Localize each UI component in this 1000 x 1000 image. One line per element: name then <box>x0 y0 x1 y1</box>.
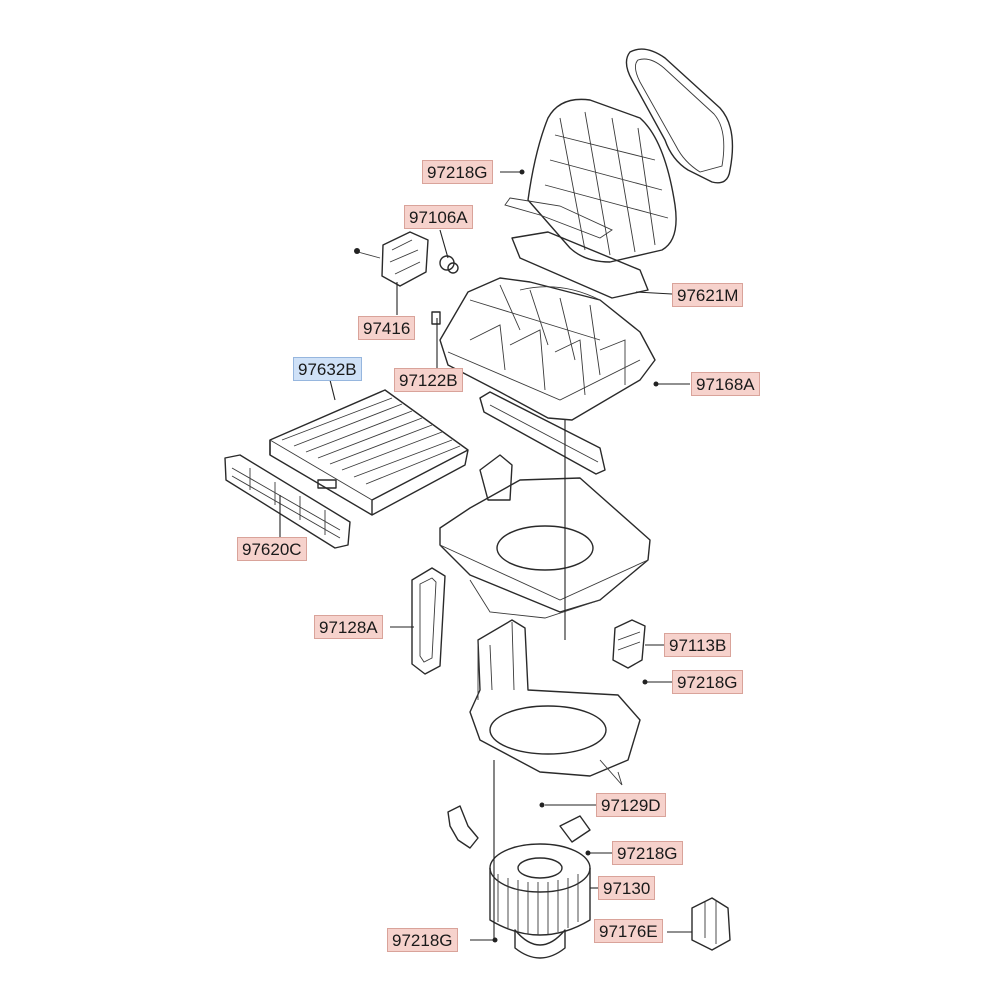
blower-upper-case <box>439 454 651 619</box>
part-label-97130[interactable]: 97130 <box>598 876 656 900</box>
part-label-97176e[interactable]: 97176E <box>594 919 663 943</box>
part-label-97128a[interactable]: 97128A <box>314 615 383 639</box>
part-label-97168a[interactable]: 97168A <box>691 372 760 396</box>
part-label-97218g-top[interactable]: 97218G <box>422 160 493 184</box>
cabin-air-filter <box>269 389 469 516</box>
part-label-97218g-mid[interactable]: 97218G <box>612 841 683 865</box>
part-label-97632b[interactable]: 97632B <box>293 357 362 381</box>
part-label-97218g-bottom[interactable]: 97218G <box>387 928 458 952</box>
motor-connector <box>447 805 591 849</box>
leader-lines <box>279 169 692 943</box>
part-label-97218g-right[interactable]: 97218G <box>672 670 743 694</box>
intake-actuator <box>354 231 459 287</box>
seal-ring <box>511 48 734 299</box>
gasket <box>411 567 446 675</box>
part-label-97620c[interactable]: 97620C <box>237 537 307 561</box>
part-label-97122b[interactable]: 97122B <box>394 368 463 392</box>
blower-resistor <box>612 619 646 669</box>
relay <box>691 897 731 951</box>
part-label-97113b[interactable]: 97113B <box>664 633 732 657</box>
intake-upper-case <box>431 277 656 421</box>
part-label-97621m[interactable]: 97621M <box>672 283 744 307</box>
part-label-97106a[interactable]: 97106A <box>404 205 473 229</box>
part-label-97129d[interactable]: 97129D <box>596 793 666 817</box>
blower-scroll-case <box>469 619 641 786</box>
part-label-97416[interactable]: 97416 <box>358 316 416 340</box>
intake-duct-grille <box>504 98 677 263</box>
filter-cover <box>224 454 351 549</box>
intake-door <box>479 391 606 475</box>
blower-motor <box>489 843 591 959</box>
